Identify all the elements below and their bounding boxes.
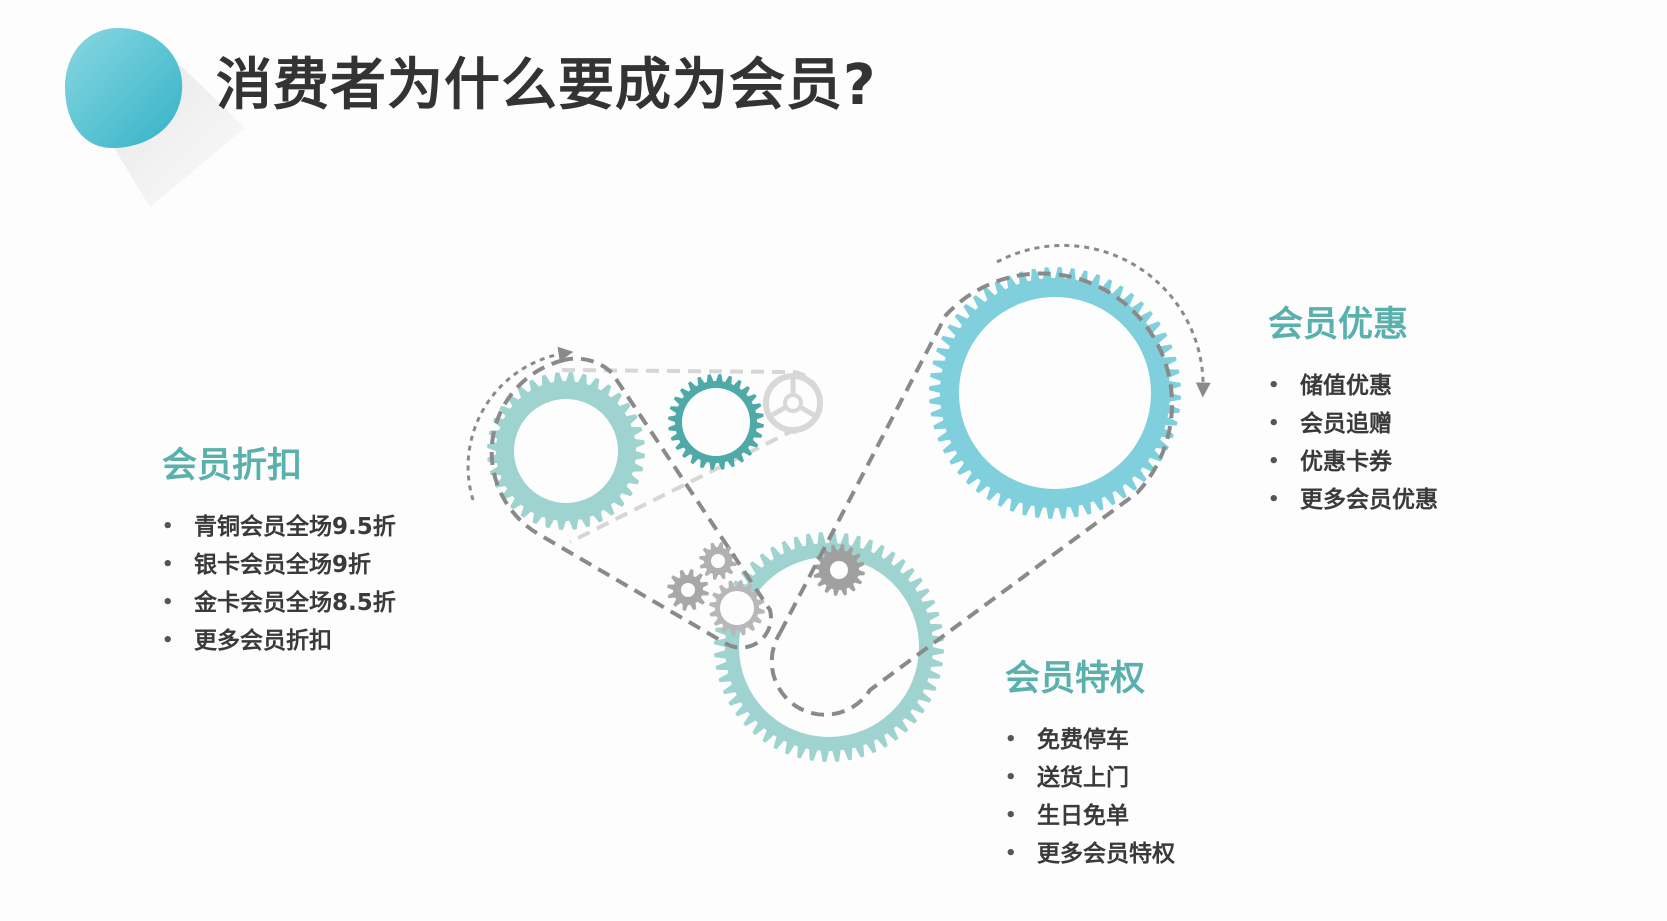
list-item: 优惠卡券 xyxy=(1268,443,1438,481)
belt-long xyxy=(769,271,1174,717)
discount-section: 会员折扣 青铜会员全场9.5折 银卡会员全场9折 金卡会员全场8.5折 更多会员… xyxy=(162,437,396,660)
gear-icon xyxy=(699,542,737,580)
privilege-heading: 会员特权 xyxy=(1005,659,1146,699)
list-item: 储值优惠 xyxy=(1268,367,1438,405)
teardrop-logo-icon xyxy=(65,28,245,207)
gear-icon xyxy=(667,569,709,611)
benefit-section: 会员优惠 储值优惠 会员追赠 优惠卡券 更多会员优惠 xyxy=(1268,296,1438,519)
list-item: 会员追赠 xyxy=(1268,405,1438,443)
gear-icon xyxy=(709,580,765,636)
list-item: 更多会员折扣 xyxy=(162,622,396,660)
list-item: 更多会员特权 xyxy=(1005,835,1175,873)
list-item: 送货上门 xyxy=(1005,759,1175,797)
benefit-list: 储值优惠 会员追赠 优惠卡券 更多会员优惠 xyxy=(1268,367,1438,519)
list-item: 金卡会员全场8.5折 xyxy=(162,584,396,622)
gear-icon xyxy=(714,532,944,762)
discount-list: 青铜会员全场9.5折 银卡会员全场9折 金卡会员全场8.5折 更多会员折扣 xyxy=(162,508,396,660)
list-item: 更多会员优惠 xyxy=(1268,481,1438,519)
benefit-heading: 会员优惠 xyxy=(1268,305,1409,345)
arrow-icon xyxy=(996,243,1211,398)
gear-icon xyxy=(813,544,865,596)
page-title: 消费者为什么要成为会员? xyxy=(216,53,877,118)
belt-loop xyxy=(489,356,773,650)
steering-wheel-icon xyxy=(763,373,823,433)
privilege-section: 会员特权 免费停车 送货上门 生日免单 更多会员特权 xyxy=(1005,650,1175,873)
list-item: 银卡会员全场9折 xyxy=(162,546,396,584)
gear-icon xyxy=(668,374,764,470)
gear-icon xyxy=(487,372,645,530)
list-item: 青铜会员全场9.5折 xyxy=(162,508,396,546)
discount-heading: 会员折扣 xyxy=(162,446,303,486)
privilege-list: 免费停车 送货上门 生日免单 更多会员特权 xyxy=(1005,721,1175,873)
gear-icon xyxy=(929,267,1181,519)
list-item: 生日免单 xyxy=(1005,797,1175,835)
list-item: 免费停车 xyxy=(1005,721,1175,759)
